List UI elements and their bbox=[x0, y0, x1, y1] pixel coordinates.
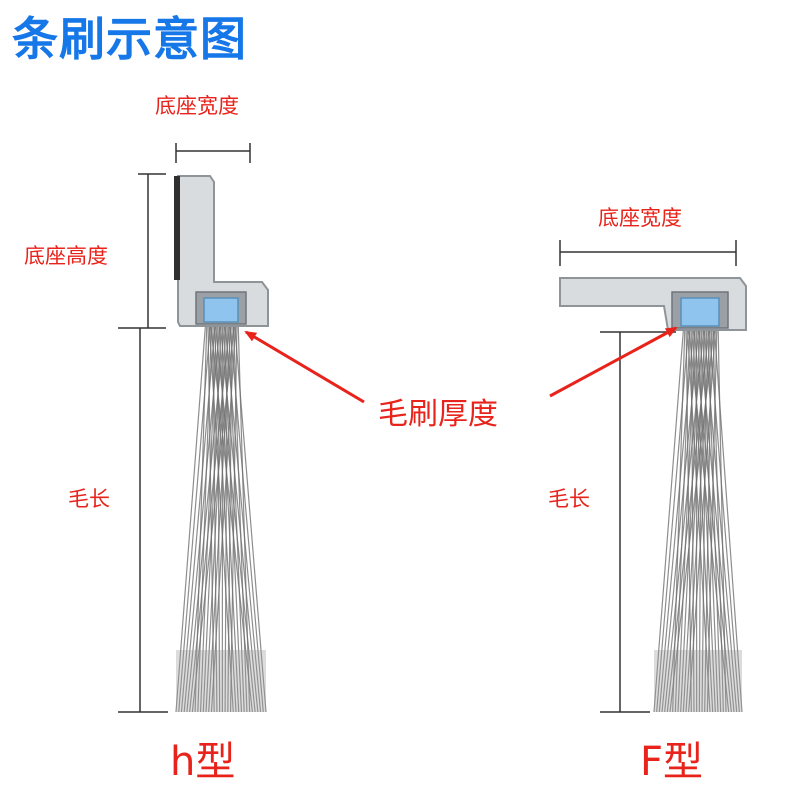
bristle-tip-shading bbox=[654, 650, 742, 712]
bristle-strand bbox=[669, 321, 716, 713]
bristle-tip-shading bbox=[176, 650, 266, 712]
bristle-strand bbox=[183, 317, 222, 713]
arrow-to-h-type bbox=[244, 330, 365, 404]
bristle-strand bbox=[717, 321, 727, 713]
bristle-strand bbox=[685, 321, 712, 713]
bristle-strand bbox=[688, 321, 717, 713]
bristle-strand bbox=[707, 321, 722, 713]
h-type-base bbox=[177, 175, 269, 327]
h-type-base-height-label: 底座高度 bbox=[24, 244, 108, 268]
bristle-strand bbox=[698, 321, 703, 713]
diagram-title: 条刷示意图 bbox=[12, 12, 247, 66]
bristle-strand bbox=[656, 321, 690, 713]
bristle-strand bbox=[653, 321, 685, 713]
bristle-strand bbox=[664, 321, 706, 713]
bristle-strand bbox=[704, 321, 713, 713]
h-type-brush bbox=[174, 175, 269, 713]
bristle-strand bbox=[706, 321, 718, 713]
f-type-bristle-length-label: 毛长 bbox=[548, 487, 590, 511]
bristle-strand bbox=[180, 317, 217, 713]
bristle-strand bbox=[658, 321, 695, 713]
bristle-strand bbox=[702, 321, 738, 713]
bristle-strand bbox=[697, 321, 735, 713]
bristle-strand bbox=[680, 321, 702, 713]
bristle-strand bbox=[713, 321, 743, 713]
bristle-strand bbox=[229, 317, 238, 713]
h-type-bristle-insert bbox=[203, 297, 239, 323]
arrow-to-f-type bbox=[549, 326, 678, 398]
bristle-strand bbox=[701, 321, 708, 713]
h-type-label: h型 bbox=[170, 739, 236, 785]
f-type-brush bbox=[559, 277, 747, 713]
f-type-label: F型 bbox=[640, 739, 704, 785]
h-type-height-dimension bbox=[118, 173, 166, 329]
bristle-strand bbox=[237, 317, 251, 713]
bristle-strand bbox=[712, 321, 724, 713]
bristle-strand bbox=[178, 317, 212, 713]
thickness-callout-arrows bbox=[244, 326, 678, 404]
bristle-strand bbox=[191, 317, 236, 713]
f-type-width-dimension bbox=[559, 240, 737, 266]
f-type-base-width-label: 底座宽度 bbox=[598, 206, 682, 230]
bristle-strand bbox=[661, 321, 701, 713]
bristle-strand bbox=[677, 321, 696, 713]
bristle-strand bbox=[175, 317, 207, 713]
f-type-length-dimension bbox=[600, 331, 676, 713]
bristle-strand bbox=[189, 317, 231, 713]
h-type-bristle-length-label: 毛长 bbox=[68, 487, 110, 511]
bristle-strand bbox=[708, 321, 740, 713]
h-type-base-flange bbox=[174, 176, 180, 280]
bristle-strand bbox=[186, 317, 226, 713]
h-type-bristles bbox=[175, 317, 267, 713]
bristle-strand bbox=[696, 321, 716, 713]
f-type-bristle-insert bbox=[680, 297, 720, 327]
f-type-bristles bbox=[653, 321, 743, 713]
bristle-strand bbox=[210, 317, 237, 713]
h-type-base-width-label: 底座宽度 bbox=[155, 94, 239, 118]
bristle-strand bbox=[666, 321, 711, 713]
bristle-strand bbox=[701, 321, 719, 713]
bristle-strand bbox=[682, 321, 707, 713]
brush-thickness-label: 毛刷厚度 bbox=[378, 397, 498, 432]
h-type-width-dimension bbox=[175, 143, 251, 163]
h-type-length-dimension bbox=[118, 328, 168, 713]
